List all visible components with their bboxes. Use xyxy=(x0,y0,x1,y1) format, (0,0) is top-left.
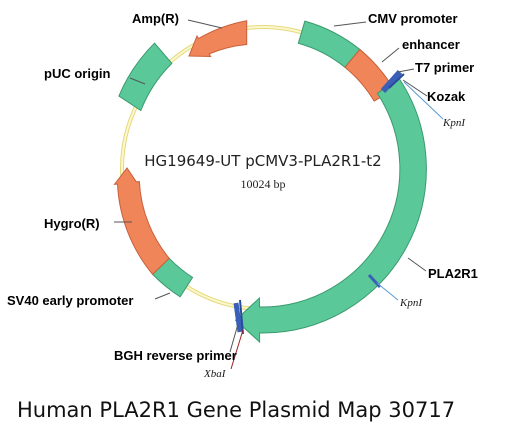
figure-caption: Human PLA2R1 Gene Plasmid Map 30717 xyxy=(17,398,456,422)
label-xbai: XbaI xyxy=(203,368,227,380)
leader-puc xyxy=(129,77,146,85)
leader-kozak xyxy=(402,79,428,97)
label-enhancer: enhancer xyxy=(402,37,460,52)
plasmid-size: 10024 bp xyxy=(241,177,286,191)
leader-sv40 xyxy=(154,292,171,300)
t7-primer-mark xyxy=(380,69,403,94)
label-kpni-1: KpnI xyxy=(442,117,466,129)
leader-cmv xyxy=(333,21,367,27)
label-amp: Amp(R) xyxy=(132,11,179,26)
leader-kpni-1 xyxy=(403,81,444,120)
hygro-arrow[interactable] xyxy=(113,167,170,276)
bgh-reverse-primer-mark xyxy=(233,302,243,333)
leader-lines xyxy=(114,19,428,353)
kpni-mark-2 xyxy=(367,273,382,289)
label-bgh-reverse-primer: BGH reverse primer xyxy=(114,348,237,363)
leader-xbai xyxy=(230,329,244,370)
label-kpni-2: KpnI xyxy=(399,297,423,309)
plasmid-name: HG19649-UT pCMV3-PLA2R1-t2 xyxy=(144,152,381,170)
puc-origin-segment[interactable] xyxy=(118,42,173,112)
kozak-mark xyxy=(388,73,405,89)
label-sv40-early-promoter: SV40 early promoter xyxy=(7,293,133,308)
label-t7-primer: T7 primer xyxy=(415,60,474,75)
leader-amp xyxy=(187,19,223,29)
label-cmv-promoter: CMV promoter xyxy=(368,11,458,26)
leader-enhancer xyxy=(381,47,400,63)
amp-arrow[interactable] xyxy=(188,20,248,58)
xbai-mark xyxy=(239,299,244,335)
label-pla2r1: PLA2R1 xyxy=(428,266,478,281)
leader-pla2r1 xyxy=(407,257,427,272)
leader-t7 xyxy=(397,68,415,73)
label-hygro: Hygro(R) xyxy=(44,216,100,231)
pla2r1-arrow[interactable] xyxy=(234,78,427,344)
label-puc-origin: pUC origin xyxy=(44,66,110,81)
leader-kpni-2 xyxy=(376,282,399,301)
leader-bgh xyxy=(229,323,239,353)
label-kozak: Kozak xyxy=(427,89,466,104)
